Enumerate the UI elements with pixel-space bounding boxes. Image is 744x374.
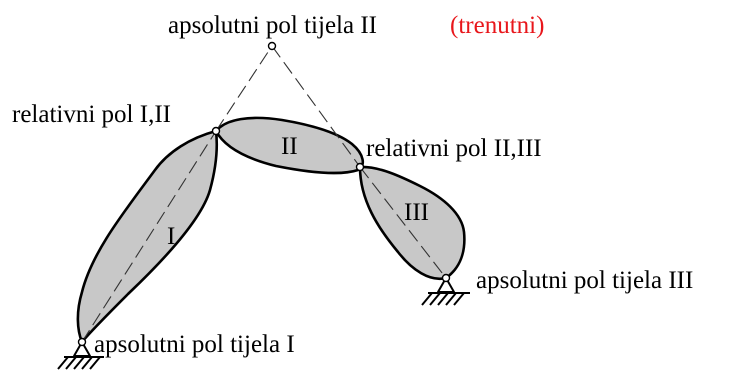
pole-line-II-left <box>215 45 273 132</box>
body-II-shape <box>214 116 365 175</box>
relative-pole-II-III-label: relativni pol II,III <box>366 135 542 162</box>
body-II-label: II <box>281 133 298 160</box>
relative-pole-II-III-hinge <box>355 162 365 172</box>
body-III-shape <box>358 165 466 281</box>
absolute-pole-II-hinge <box>267 41 277 51</box>
body-III-label: III <box>404 199 429 226</box>
pole-line-I <box>81 130 217 343</box>
pole-line-II-right <box>271 45 361 168</box>
absolute-pole-II-label: apsolutni pol tijela II <box>168 12 377 39</box>
support-III <box>421 277 470 306</box>
body-I-label: I <box>167 223 175 250</box>
relative-pole-I-II-label: relativni pol I,II <box>12 101 171 128</box>
relative-pole-I-II-hinge <box>211 126 221 136</box>
absolute-pole-I-hinge <box>77 337 87 347</box>
support-I <box>57 341 104 370</box>
absolute-pole-I-label: apsolutni pol tijela I <box>94 331 295 358</box>
pole-line-III <box>359 166 447 279</box>
absolute-pole-III-hinge <box>441 273 451 283</box>
instantaneous-label: (trenutni) <box>450 12 544 39</box>
absolute-pole-III-label: apsolutni pol tijela III <box>476 267 693 294</box>
